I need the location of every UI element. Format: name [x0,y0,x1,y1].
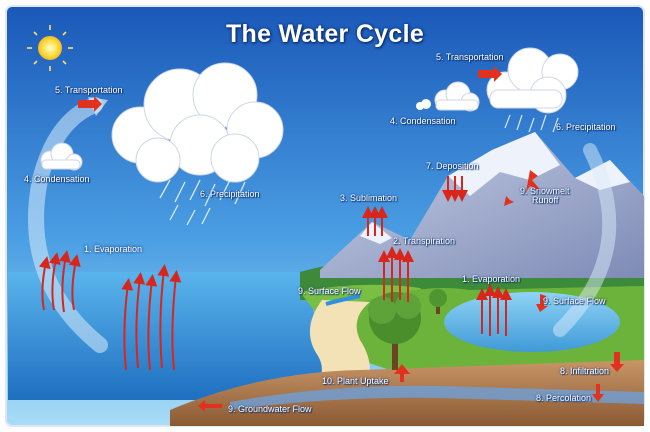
sun-icon [27,25,73,71]
label-evaporation-left: 1. Evaporation [84,244,143,254]
label-transportation-left: 5. Transportation [55,85,123,95]
label-deposition: 7. Deposition [426,161,479,171]
cloud-icon [111,62,284,183]
label-snowmelt-line1: 9. Snowmelt [520,186,570,196]
groundwater-band [230,385,644,410]
sea [8,272,330,400]
label-transpiration: 2. Transpiration [393,236,456,246]
label-snowmelt-line2: Runoff [532,195,559,205]
tree-icon [368,292,421,370]
label-sublimation: 3. Sublimation [340,193,398,203]
sublimation-arrows [362,206,388,236]
label-infiltration: 8. Infiltration [560,366,610,376]
label-transportation-right: 5. Transportation [436,52,504,62]
small-cloud-right [434,81,480,112]
rain-right [504,114,559,133]
small-cloud-left [40,142,83,171]
rain-left [159,179,246,226]
evaporation-arrow-icon [38,250,182,371]
label-surface-flow-left: 9. Surface Flow [298,286,361,296]
mountain-icon [320,132,644,278]
label-surface-flow-right: 9. Surface Flow [543,296,606,306]
label-condensation-left: 4. Condensation [24,174,90,184]
flow-arrow-icon [78,66,624,412]
transpiration-arrows [378,246,414,302]
small-tree-icon [429,289,447,314]
tiny-cloud-right [416,99,431,110]
surface-flow-stream [325,294,361,306]
label-percolation: 8. Percolation [536,393,592,403]
label-precipitation-right: 6. Precipitation [556,122,616,132]
label-precipitation-left: 6. Precipitation [200,189,260,199]
deposition-arrows [442,176,468,202]
label-groundwater-flow: 9. Groundwater Flow [228,404,312,414]
label-plant-uptake: 10. Plant Uptake [322,376,389,386]
lake-evaporation-arrows [476,284,512,336]
diagram-title: The Water Cycle [225,20,425,48]
cloud-right-icon [486,47,579,114]
label-evaporation-right: 1. Evaporation [462,274,521,284]
label-condensation-right: 4. Condensation [390,116,456,126]
cycle-arrow-right [553,143,617,337]
